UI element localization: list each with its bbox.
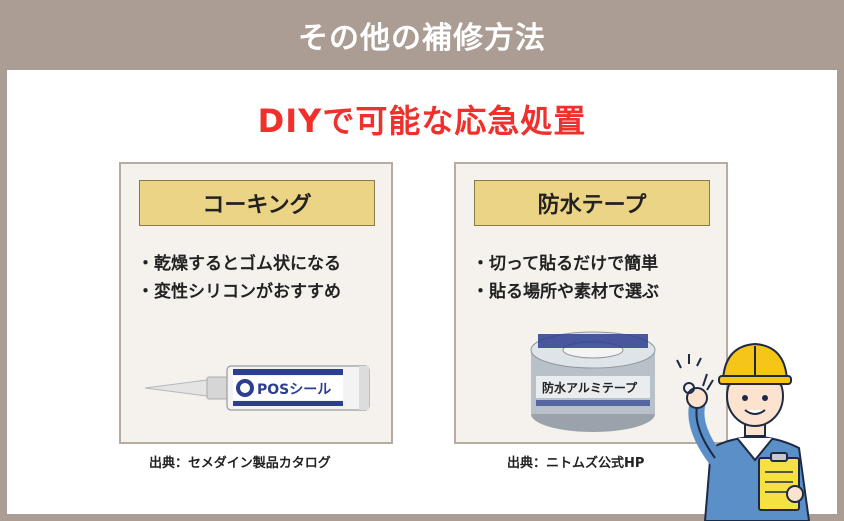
worker-illustration [676, 342, 811, 521]
tape-roll-icon: 防水アルミテープ [530, 331, 656, 432]
card-tape: 防水テープ 切って貼るだけで簡単 貼る場所や素材で選ぶ 防水アルミテープ [454, 162, 728, 444]
header-bar: その他の補修方法 [0, 0, 844, 70]
card-caulking: コーキング 乾燥するとゴム状になる 変性シリコンがおすすめ POSシール [119, 162, 393, 444]
bullet-list-caulking: 乾燥するとゴム状になる 変性シリコンがおすすめ [137, 250, 387, 306]
tape-product-label: 防水アルミテープ [542, 380, 638, 395]
page-title: その他の補修方法 [298, 21, 546, 56]
caulk-tube-icon: POSシール [145, 365, 370, 411]
bullet-item: 切って貼るだけで簡単 [472, 250, 722, 278]
section-subtitle: DIYで可能な応急処置 [257, 102, 587, 140]
content-panel: DIYで可能な応急処置 コーキング 乾燥するとゴム状になる 変性シリコンがおすす… [7, 70, 837, 514]
caulk-product-label: POSシール [257, 382, 331, 398]
bullet-item: 乾燥するとゴム状になる [137, 250, 387, 278]
card-title-tape: 防水テープ [474, 180, 710, 226]
source-caption-caulking: 出典：セメダイン製品カタログ [149, 456, 331, 471]
card-title-caulking: コーキング [139, 180, 375, 226]
bullet-list-tape: 切って貼るだけで簡単 貼る場所や素材で選ぶ [472, 250, 722, 306]
bullet-item: 貼る場所や素材で選ぶ [472, 278, 722, 306]
source-caption-tape: 出典：ニトムズ公式HP [507, 456, 645, 471]
bullet-item: 変性シリコンがおすすめ [137, 278, 387, 306]
